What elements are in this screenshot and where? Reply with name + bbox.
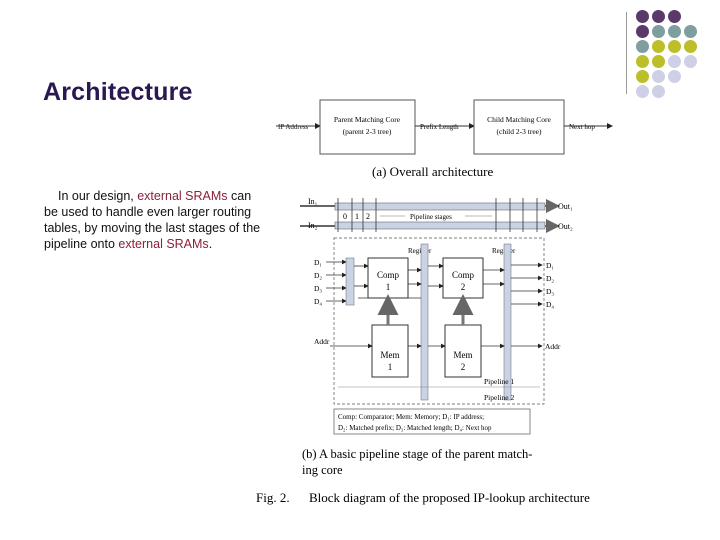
child-core-title: Child Matching Core xyxy=(487,115,551,124)
legend-line-1: Comp: Comparator; Mem: Memory; D₁: IP ad… xyxy=(338,413,484,421)
child-core-subtitle: (child 2-3 tree) xyxy=(497,127,542,136)
decor-divider-line xyxy=(626,12,627,94)
d-in-2: D₂ xyxy=(314,271,322,280)
d-in-1: D₁ xyxy=(314,258,322,267)
label-register-left: Register xyxy=(408,247,432,255)
decor-dot xyxy=(668,70,681,83)
comp1-number: 1 xyxy=(386,282,391,292)
memory-2-box xyxy=(444,324,482,378)
stage-index-0: 0 xyxy=(343,212,347,221)
decor-dot xyxy=(652,10,665,23)
decor-dot xyxy=(636,85,649,98)
d-out-2: D₂ xyxy=(546,274,554,283)
body-text-part3: . xyxy=(208,237,213,251)
caption-overall-architecture: (a) Overall architecture xyxy=(372,164,493,179)
label-pipeline-2: Pipeline 2 xyxy=(484,393,514,402)
parent-core-subtitle: (parent 2-3 tree) xyxy=(343,127,392,136)
comp2-number: 2 xyxy=(461,282,466,292)
mem1-number: 1 xyxy=(388,362,393,372)
caption-stage-line2: ing core xyxy=(302,463,343,477)
legend-line-2: D₂: Matched prefix; D₃: Matched length; … xyxy=(338,424,492,432)
d-out-1: D₁ xyxy=(546,261,554,270)
memory-1-box xyxy=(371,324,409,378)
label-pipeline-stages: Pipeline stages xyxy=(410,213,452,221)
stage-boundary xyxy=(333,237,545,405)
comp1-label: Comp xyxy=(377,270,400,280)
mem2-label: Mem xyxy=(454,350,473,360)
decor-dot xyxy=(684,25,697,38)
label-ip-address: IP Address xyxy=(278,123,309,131)
stage-index-1: 1 xyxy=(355,212,359,221)
child-matching-core-box xyxy=(473,99,565,155)
label-out2: Out₂ xyxy=(558,222,573,231)
decor-dot xyxy=(652,55,665,68)
label-in2: In₂ xyxy=(308,221,318,230)
mem2-number: 2 xyxy=(461,362,466,372)
decor-dot xyxy=(652,25,665,38)
fig-caption-label: Fig. 2. xyxy=(256,490,290,505)
stage-index-2: 2 xyxy=(366,212,370,221)
addr-out-label: Addr xyxy=(545,342,561,351)
decor-dot xyxy=(684,40,697,53)
decor-dot xyxy=(636,70,649,83)
decor-dot xyxy=(652,70,665,83)
comp2-label: Comp xyxy=(452,270,475,280)
pipeline-stage-diagram: In₁ In₂ Out₁ Out₂ 0 1 2 Pipeline stages … xyxy=(300,197,573,477)
d-out-3: D₃ xyxy=(546,287,554,296)
decor-dot xyxy=(636,40,649,53)
body-highlight-1: external SRAMs xyxy=(137,189,228,203)
parent-core-title: Parent Matching Core xyxy=(334,115,401,124)
comparator-1-box xyxy=(367,257,409,299)
slide-body-text: In our design, external SRAMs can be use… xyxy=(44,188,264,252)
decor-dot xyxy=(668,55,681,68)
label-pipeline-1: Pipeline 1 xyxy=(484,377,514,386)
decor-dot xyxy=(668,25,681,38)
d-out-4: D₄ xyxy=(546,300,554,309)
parent-matching-core-box xyxy=(319,99,416,155)
caption-stage-line1: (b) A basic pipeline stage of the parent… xyxy=(302,447,532,461)
decor-dot xyxy=(636,10,649,23)
slide-title: Architecture xyxy=(43,78,193,106)
decor-dot xyxy=(668,10,681,23)
label-in1: In₁ xyxy=(308,197,318,206)
label-prefix-length: Prefix Length xyxy=(420,123,459,131)
mem1-label: Mem xyxy=(381,350,400,360)
legend-box xyxy=(333,408,531,435)
body-text-part2: can be used to handle even larger routin… xyxy=(44,189,261,251)
d-in-4: D₄ xyxy=(314,297,322,306)
decor-dot xyxy=(668,40,681,53)
label-out1: Out₁ xyxy=(558,202,573,211)
fig-caption-text: Block diagram of the proposed IP-lookup … xyxy=(309,490,590,505)
label-next-hop: Next hop xyxy=(569,123,595,131)
decor-dot xyxy=(636,25,649,38)
decor-dot xyxy=(652,40,665,53)
addr-in-label: Addr xyxy=(314,337,330,346)
overall-architecture: IP Address Parent Matching Core (parent … xyxy=(276,99,613,179)
decor-dot xyxy=(684,55,697,68)
d-in-3: D₃ xyxy=(314,284,322,293)
body-text-part1: In our design, xyxy=(58,189,138,203)
decor-dot xyxy=(636,55,649,68)
decor-dot xyxy=(652,85,665,98)
body-highlight-2: external SRAMs xyxy=(118,237,209,251)
